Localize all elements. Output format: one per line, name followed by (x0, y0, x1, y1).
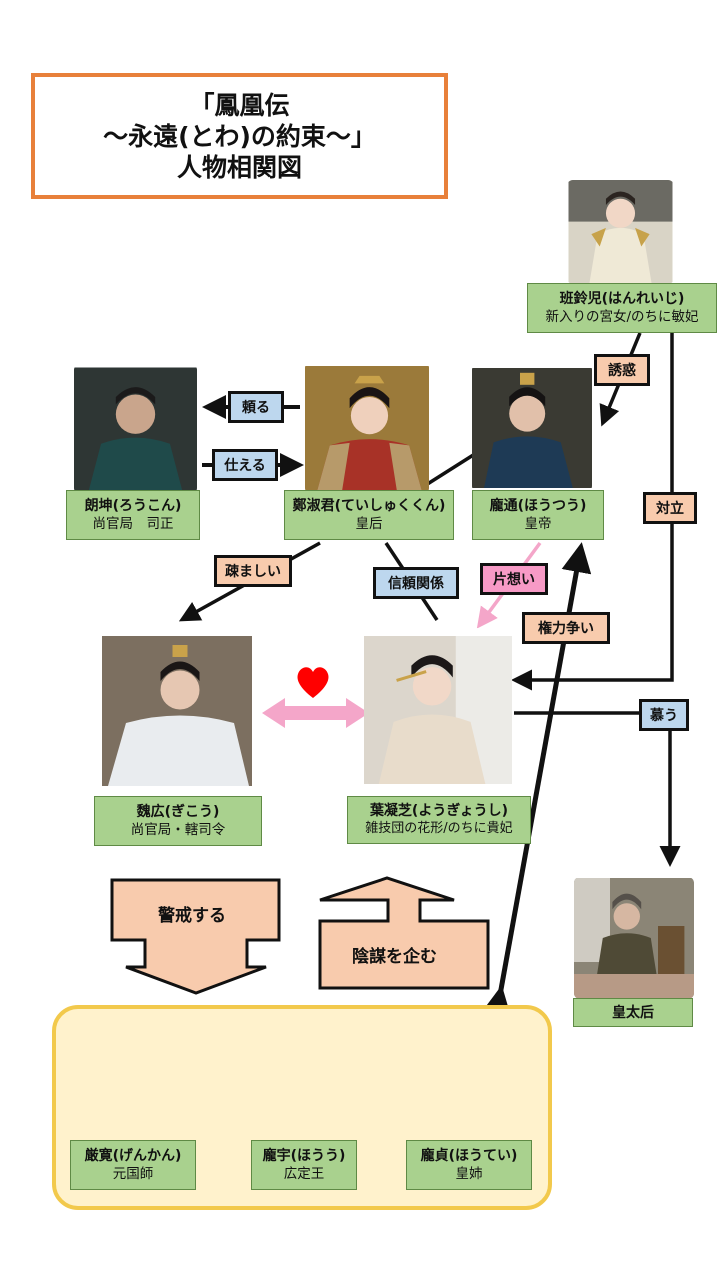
label-shinrai: 信頼関係 (373, 567, 459, 599)
diagram-title-box: 「鳳凰伝 ～永遠(とわ)の約束～」 人物相関図 (31, 73, 448, 199)
character-name: 厳寛(げんかん) (84, 1148, 182, 1164)
character-role: 雑技団の花形/のちに貴妃 (365, 821, 513, 836)
title-line-3: 人物相関図 (176, 152, 302, 182)
man-in-white-robe-photo (102, 630, 252, 792)
character-houu: 龐宇(ほうう) 広定王 (251, 1140, 357, 1190)
character-name: 班鈴児(はんれいじ) (559, 291, 685, 307)
character-role: 皇后 (355, 516, 383, 532)
woman-with-hairpin-photo (364, 628, 512, 792)
emperor-in-blue-robe-photo (472, 364, 592, 492)
label-yuuwaku: 誘惑 (594, 354, 650, 386)
character-name: 龐貞(ほうてい) (420, 1148, 518, 1164)
character-role: 広定王 (283, 1166, 325, 1182)
character-name: 魏広(ぎこう) (136, 804, 220, 820)
character-role: 皇姉 (455, 1166, 483, 1182)
label-tairitsu: 対立 (643, 492, 697, 524)
label-kenryoku: 権力争い (522, 612, 610, 644)
character-houtei: 龐貞(ほうてい) 皇姉 (406, 1140, 532, 1190)
character-role: 尚官局 司正 (92, 516, 174, 532)
character-name: 龐宇(ほうう) (262, 1148, 346, 1164)
title-line-1: 「鳳凰伝 (189, 90, 290, 120)
character-role: 元国師 (112, 1166, 154, 1182)
character-name: 龐通(ほうつう) (489, 498, 587, 514)
big-arrow-inbou (318, 876, 490, 990)
character-role: 尚官局・轄司令 (130, 822, 226, 838)
label-tayoru: 頼る (228, 391, 284, 423)
character-name: 鄭淑君(ていしゅくくん) (292, 498, 446, 514)
label-tsukaeru: 仕える (212, 449, 278, 481)
character-name: 皇太后 (612, 1004, 654, 1021)
character-teishukukun: 鄭淑君(ていしゅくくん) 皇后 (284, 490, 454, 540)
character-gikou: 魏広(ぎこう) 尚官局・轄司令 (94, 796, 262, 846)
character-role: 新入りの宮女/のちに敏妃 (545, 309, 699, 325)
label-kataomoi: 片想い (480, 563, 548, 595)
label-inbou: 陰謀を企む (352, 947, 437, 967)
character-houtsuu: 龐通(ほうつう) 皇帝 (472, 490, 604, 540)
man-in-teal-robe-photo (74, 364, 197, 494)
label-utomashii: 疎ましい (214, 555, 292, 587)
character-koutaigou: 皇太后 (573, 998, 693, 1027)
empress-in-red-robe-photo (305, 362, 429, 494)
label-keikai: 警戒する (158, 906, 226, 926)
love-double-arrow (262, 698, 369, 728)
character-yougyoushi: 葉凝芝(ようぎょうし) 雑技団の花形/のちに貴妃 (347, 796, 531, 844)
woman-in-white-robe-photo (567, 180, 674, 284)
character-name: 葉凝芝(ようぎょうし) (369, 803, 509, 819)
character-name: 朗坤(ろうこん) (84, 498, 182, 514)
label-shitau: 慕う (639, 699, 689, 731)
big-arrow-keikai (110, 878, 281, 995)
title-line-2: ～永遠(とわ)の約束～」 (103, 121, 376, 151)
character-role: 皇帝 (524, 516, 552, 532)
character-roukon: 朗坤(ろうこん) 尚官局 司正 (66, 490, 200, 540)
character-genkan: 厳寛(げんかん) 元国師 (70, 1140, 196, 1190)
empress-dowager-photo (574, 877, 694, 999)
character-hanreiji: 班鈴児(はんれいじ) 新入りの宮女/のちに敏妃 (527, 283, 717, 333)
heart-icon (297, 667, 329, 698)
